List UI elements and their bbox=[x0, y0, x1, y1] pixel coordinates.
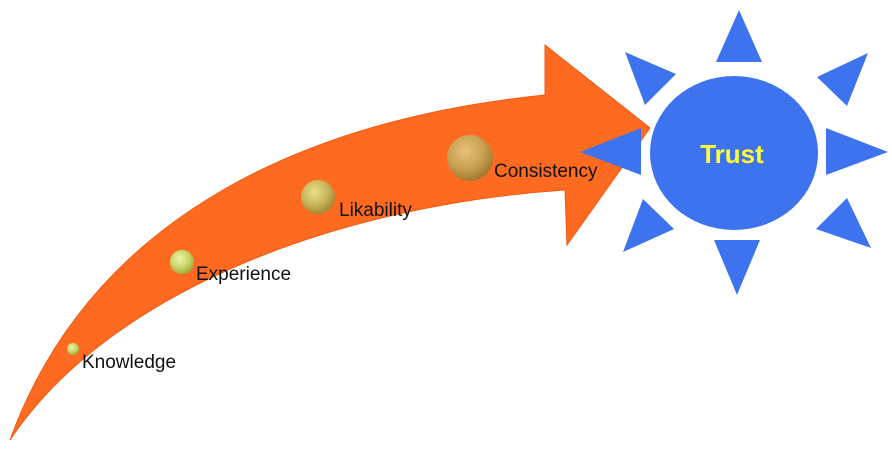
sun-ray-top bbox=[716, 10, 762, 62]
sun-ray-bottom-right bbox=[816, 198, 871, 248]
sun-ray-right bbox=[826, 128, 888, 175]
likability-label: Likability bbox=[339, 200, 412, 221]
sun-body bbox=[650, 76, 818, 230]
sun-rays bbox=[580, 10, 888, 295]
consistency-label: Consistency bbox=[494, 161, 598, 182]
knowledge-bubble bbox=[67, 343, 79, 355]
likability-bubble bbox=[301, 180, 335, 214]
experience-label: Experience bbox=[196, 264, 291, 285]
sun-ray-bottom bbox=[714, 240, 760, 295]
sun-ray-left bbox=[580, 128, 641, 175]
growth-arrow bbox=[9, 43, 651, 441]
sun-ray-top-left bbox=[625, 52, 676, 105]
knowledge-label: Knowledge bbox=[82, 352, 176, 373]
consistency-bubble bbox=[447, 135, 493, 181]
experience-bubble bbox=[170, 250, 194, 274]
trust-label: Trust bbox=[700, 139, 764, 169]
sun-ray-top-right bbox=[817, 53, 868, 106]
sun-ray-bottom-left bbox=[623, 199, 674, 252]
